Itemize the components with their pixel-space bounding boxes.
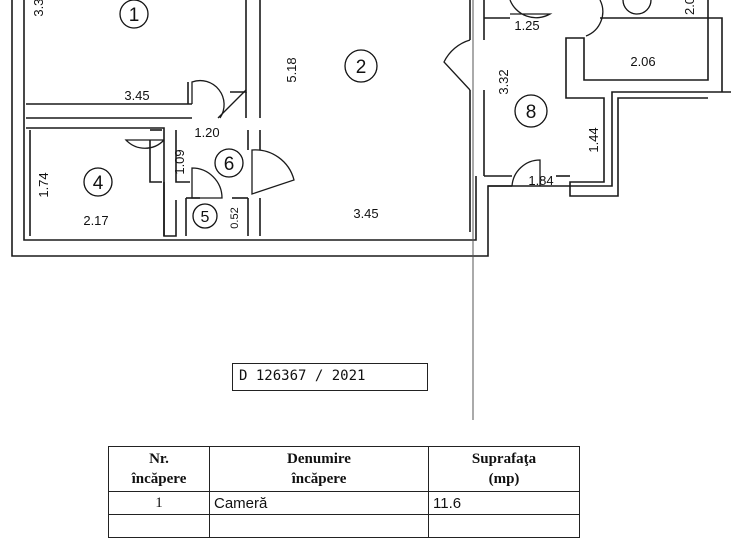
room-area-table: Nr. încăpere Denumire încăpere Suprafaţa… <box>108 446 580 538</box>
room-2-length: 5.18 <box>284 57 299 82</box>
row-number: 1 <box>108 491 210 515</box>
door-room-1 <box>191 79 225 119</box>
door-room-8 <box>511 159 541 187</box>
room-1-number: 1 <box>129 5 140 26</box>
door-upper-right <box>585 0 604 37</box>
row-area <box>428 514 580 538</box>
header-room-name: Denumire încăpere <box>209 446 429 492</box>
floor-plan: 1 2 4 5 6 8 3.36 3.45 5.18 3.45 1.74 2.1… <box>11 0 731 420</box>
room-1-width: 3.45 <box>124 88 149 103</box>
upper-right-length: 2.0 <box>682 0 697 15</box>
room-8-width: 1.84 <box>528 173 553 188</box>
bath-width: 1.25 <box>514 18 539 33</box>
room-1-length: 3.36 <box>31 0 46 17</box>
room-4-width: 2.17 <box>83 213 108 228</box>
table-row: 1 Cameră 11.6 <box>108 491 580 515</box>
room-6-length: 1.09 <box>172 149 187 174</box>
row-name: Cameră <box>209 491 429 515</box>
door-room-5 <box>191 167 223 199</box>
upper-right-width: 2.06 <box>630 54 655 69</box>
room-2-number: 2 <box>356 57 367 78</box>
room-6-width: 1.20 <box>194 125 219 140</box>
room-5-number: 5 <box>201 209 210 226</box>
document-reference: D 126367 / 2021 <box>232 363 428 391</box>
header-room-number: Nr. încăpere <box>108 446 210 492</box>
table-header-row: Nr. încăpere Denumire încăpere Suprafaţa… <box>108 446 580 492</box>
header-room-area: Suprafaţa (mp) <box>428 446 580 492</box>
door-corridor-right <box>443 39 471 91</box>
door-room-2 <box>217 89 247 119</box>
room-numbers: 1 2 4 5 6 8 <box>83 0 652 229</box>
room-8-side: 1.44 <box>586 127 601 152</box>
row-name <box>209 514 429 538</box>
room-4-length: 1.74 <box>36 172 51 197</box>
room-4-number: 4 <box>93 173 104 194</box>
door-bath <box>509 0 553 19</box>
room-8-length: 3.32 <box>496 69 511 94</box>
walls <box>11 0 731 257</box>
room-5-width: 0.52 <box>229 207 241 228</box>
row-number <box>108 514 210 538</box>
table-row <box>108 514 580 538</box>
room-8-number: 8 <box>526 102 537 123</box>
room-6-number: 6 <box>224 154 235 175</box>
doors <box>124 0 604 199</box>
room-2-width: 3.45 <box>353 206 378 221</box>
door-room-4 <box>124 139 165 149</box>
dimensions: 3.36 3.45 5.18 3.45 1.74 2.17 0.52 1.20 … <box>31 0 697 229</box>
door-room-6 <box>251 149 295 195</box>
row-area: 11.6 <box>428 491 580 515</box>
